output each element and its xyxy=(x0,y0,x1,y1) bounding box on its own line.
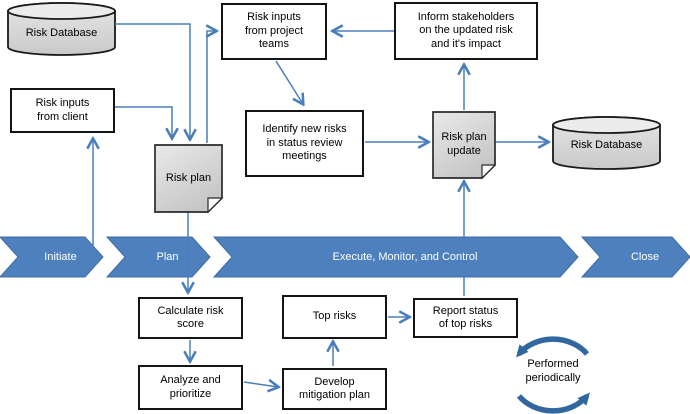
phase-chevron-close xyxy=(580,236,690,278)
cycle-arrows-icon xyxy=(516,336,590,414)
phase-banner xyxy=(0,236,690,278)
risk-plan-document xyxy=(154,144,224,214)
node-develop-mitigation-plan: Develop mitigation plan xyxy=(282,368,387,410)
risk-database-left-cylinder xyxy=(7,2,116,56)
node-report-status-of-top-risks: Report status of top risks xyxy=(413,298,518,338)
connector-client-to-risk-plan xyxy=(115,106,172,138)
risk-plan-update-document xyxy=(432,111,497,180)
node-analyze-and-prioritize: Analyze and prioritize xyxy=(138,365,243,410)
phase-chevron-plan xyxy=(105,236,211,278)
connectors xyxy=(93,23,548,387)
node-top-risks: Top risks xyxy=(282,295,387,339)
connector-risk-plan-to-project-teams xyxy=(207,31,216,143)
risk-database-right-cylinder xyxy=(552,116,661,170)
connector-project-teams-to-identify xyxy=(275,60,303,104)
connector-analyze-to-develop xyxy=(243,382,278,387)
node-risk-inputs-from-project-teams: Risk inputs from project teams xyxy=(221,3,327,60)
node-inform-stakeholders: Inform stakeholders on the updated risk … xyxy=(394,2,538,60)
node-risk-inputs-from-client: Risk inputs from client xyxy=(10,88,115,133)
phase-chevron-execute xyxy=(212,236,579,278)
node-calculate-risk-score: Calculate risk score xyxy=(138,297,243,339)
phase-chevron-initiate xyxy=(0,236,104,278)
node-identify-new-risks: Identify new risks in status review meet… xyxy=(245,110,364,177)
connector-database-to-risk-plan xyxy=(115,23,190,139)
